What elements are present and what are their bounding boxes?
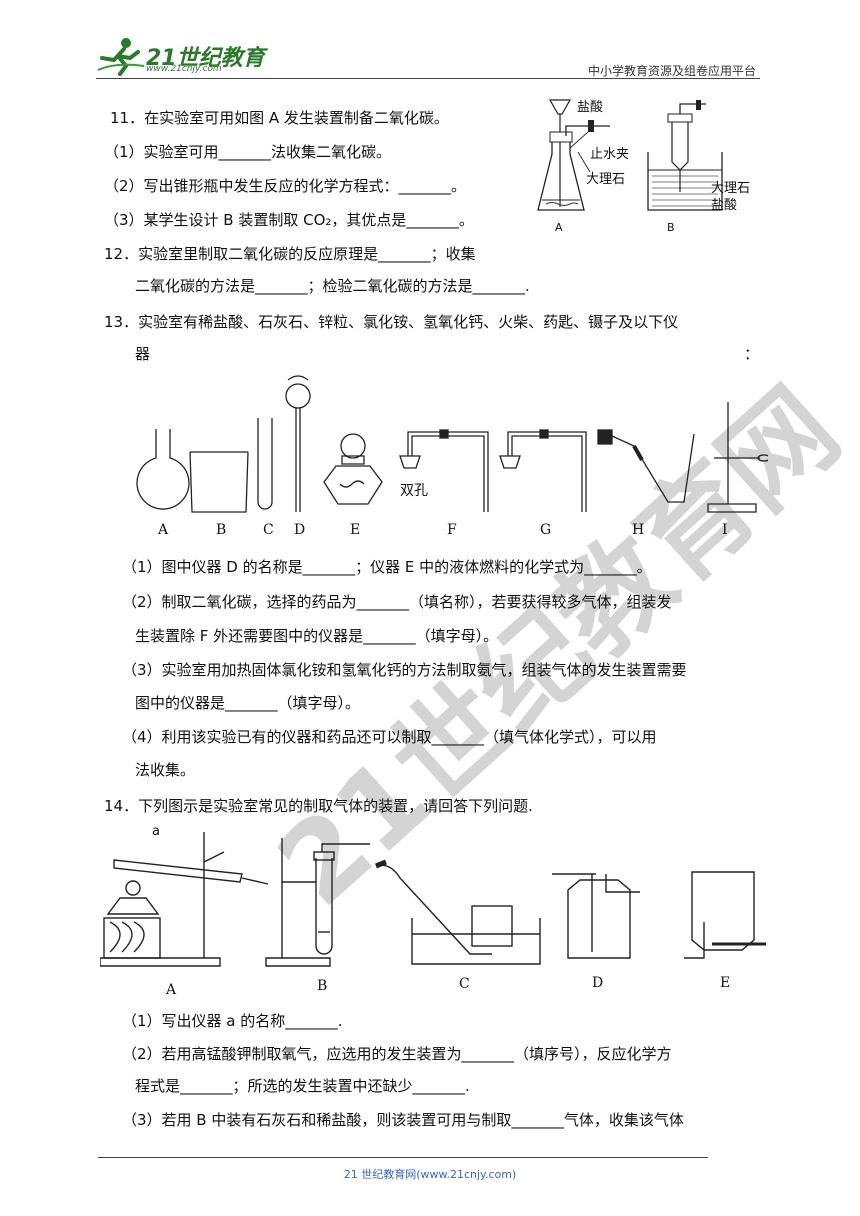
q13-label-i: I [722,522,728,538]
q14-label-b: B [317,978,328,994]
q12-line2: 二氧化碳的方法是_______；检验二氧化碳的方法是_______. [135,277,530,295]
q14-label-a-instrument: a [152,824,160,839]
q14-stem: 14．下列图示是实验室常见的制取气体的装置，请回答下列问题. [104,797,533,815]
q14-part1: （1）写出仪器 a 的名称_______. [122,1012,343,1030]
q14-label-e: E [720,975,731,991]
q14-part2a: （2）若用高锰酸钾制取氧气，应选用的发生装置为_______（填序号），反应化学… [122,1045,672,1063]
q11-part2: （2）写出锥形瓶中发生反应的化学方程式：_______。 [104,177,467,195]
q13-part1: （1）图中仪器 D 的名称是_______；仪器 E 中的液体燃料的化学式为__… [122,558,652,576]
q13-label-e: E [350,522,361,538]
platform-title: 中小学教育资源及组卷应用平台 [587,64,756,78]
q11-label-hcl-top: 盐酸 [577,100,604,115]
q13-label-c: C [263,522,274,538]
header-divider [96,78,760,79]
q13-part3a: （3）实验室用加热固体氯化铵和氢氧化钙的方法制取氨气，组装气体的发生装置需要 [122,661,687,679]
q11-apparatus-figure [537,99,723,211]
q14-label-c: C [459,976,470,992]
q11-label-b: B [667,221,675,234]
q13-instruments-figure [136,375,768,513]
q11-part3: （3）某学生设计 B 装置制取 CO₂，其优点是_______。 [104,211,474,229]
q13-part3b: 图中的仪器是_______（填字母）。 [135,694,361,712]
q13-line1: 13．实验室有稀盐酸、石灰石、锌粒、氯化铵、氢氧化钙、火柴、药匙、镊子及以下仪 [104,313,679,331]
q14-apparatus-figure [100,832,766,967]
q13-label-b: B [216,522,227,538]
q11-label-marble-a: 大理石 [586,172,626,187]
runner-logo-icon [97,38,145,76]
q11-label-marble-b: 大理石 [711,181,751,196]
q13-part4b: 法收集。 [135,761,196,779]
q11-label-a: A [555,221,563,234]
q13-label-h: H [632,522,645,538]
q11-label-clamp: 止水夹 [590,147,630,162]
logo-text: 21世纪教育 [146,46,265,71]
q11-part1: （1）实验室可用_______法收集二氧化碳。 [104,143,392,161]
q13-part2a: （2）制取二氧化碳，选择的药品为_______（填名称），若要获得较多气体，组装… [122,593,672,611]
q12-line1: 12．实验室里制取二氧化碳的反应原理是_______；收集 [104,245,476,263]
site-logo [96,36,266,76]
q13-label-d: D [294,522,306,538]
q11-stem: 11．在实验室可用如图 A 发生装置制备二氧化碳。 [110,109,449,127]
q13-part2b: 生装置除 F 外还需要图中的仪器是_______（填字母）。 [135,627,499,645]
logo-url: www.21cnjy.com [146,64,222,74]
q14-label-a: A [166,982,177,998]
q14-part3: （3）若用 B 中装有石灰石和稀盐酸，则该装置可用与制取_______气体，收集… [122,1111,684,1129]
q13-double-hole-label: 双孔 [400,483,428,499]
q13-label-a: A [158,522,169,538]
q13-label-f: F [447,522,457,538]
footer-link[interactable]: 21 世纪教育网(www.21cnjy.com) [343,1168,517,1181]
q13-part4a: （4）利用该实验已有的仪器和药品还可以制取_______（填气体化学式），可以用 [122,728,657,746]
q13-line2: 器 [135,345,151,363]
footer-divider [98,1157,708,1158]
q11-label-hcl-b: 盐酸 [711,198,738,213]
q14-label-d: D [592,975,604,991]
q14-part2b: 程式是_______；所选的发生装置中还缺少_______. [135,1077,470,1095]
q13-label-g: G [540,522,552,538]
q13-colon: ： [744,345,760,363]
